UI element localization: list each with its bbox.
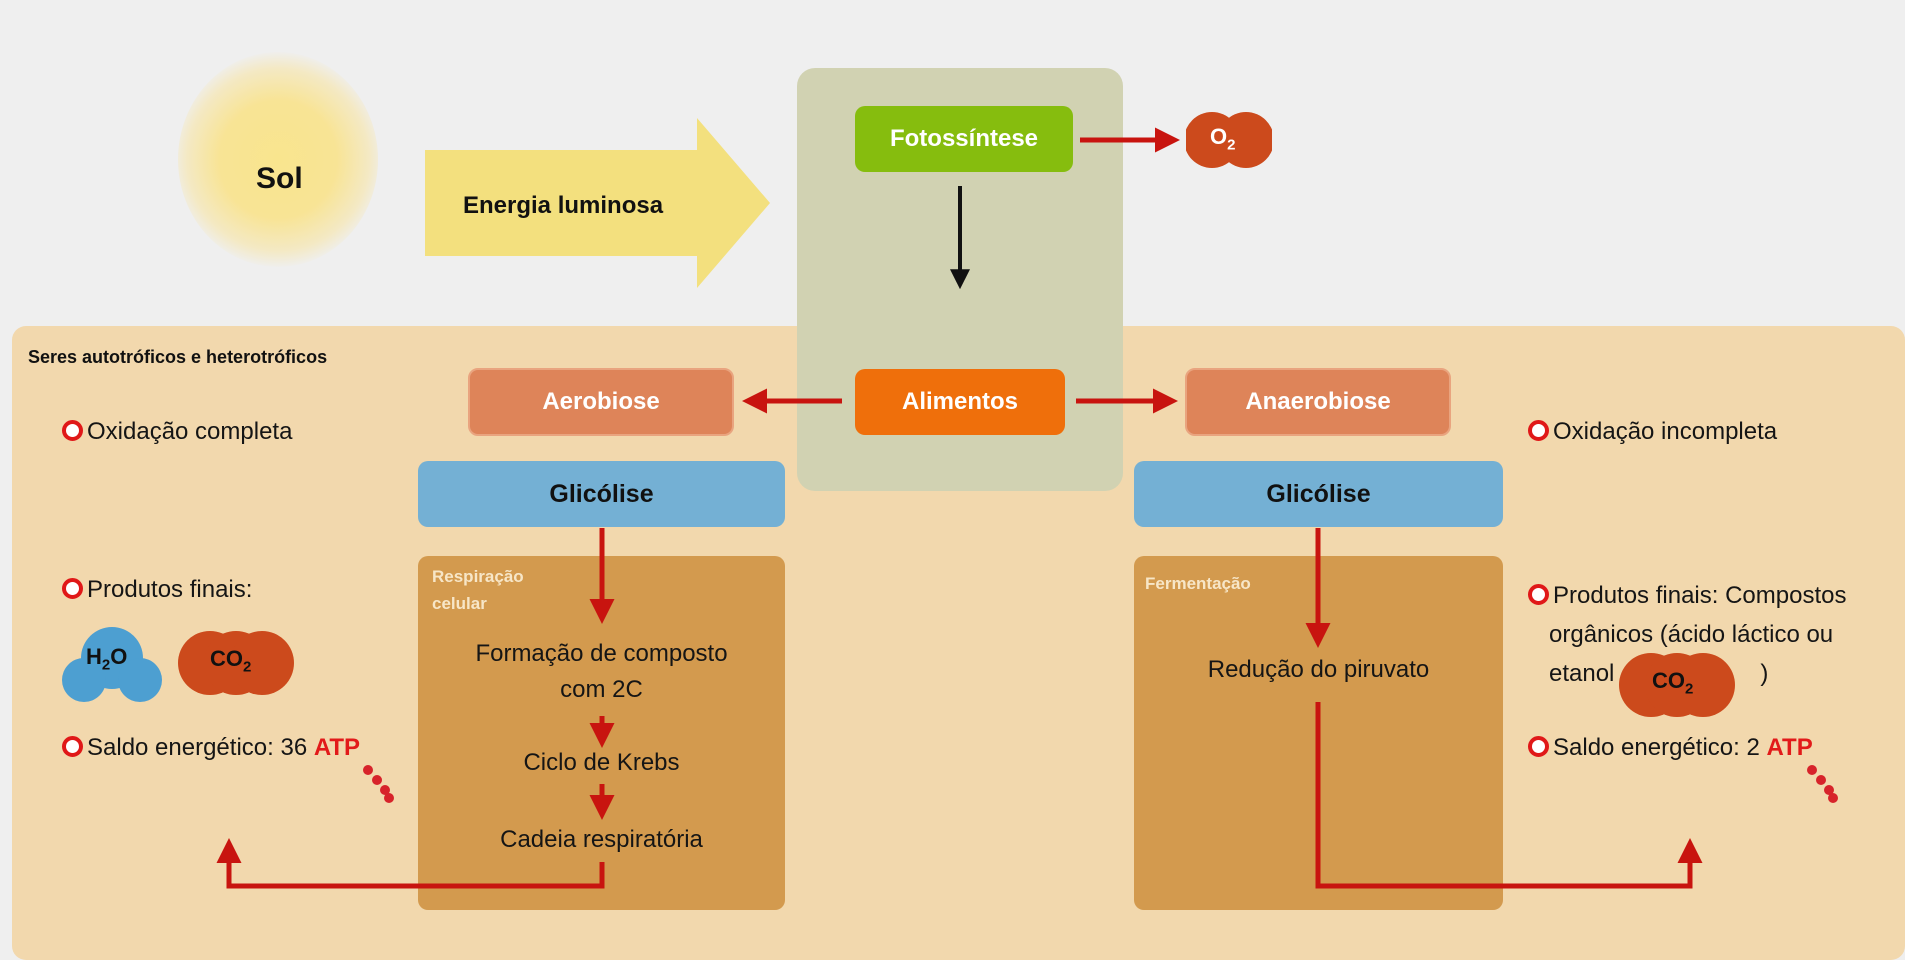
bullet-icon [1528,420,1549,442]
bullet-icon [62,736,83,758]
aerobic-products-text: Produtos finais: [62,576,252,604]
food-box: Alimentos [855,369,1065,435]
atp-icon-right [1807,765,1838,803]
fermentation-step-pyruvate: Redução do piruvato [1207,656,1430,683]
aerobiosis-label: Aerobiose [542,388,660,415]
arrow-chain-to-results [216,838,605,889]
water-formula: H2O [86,644,128,674]
energy-label: Energia luminosa [463,192,664,219]
respiration-step-chain: Cadeia respiratória [500,826,703,853]
anaerobiosis-label: Anaerobiose [1245,388,1391,415]
aerobic-balance-text: Saldo energético: 36 ATP [62,734,360,762]
oxygen-molecule [1186,112,1272,168]
carbon-dioxide-formula: CO2 [210,646,252,676]
aerobic-glycolysis-label: Glicólise [549,479,654,508]
aerobic-glycolysis-box: Glicólise [418,461,785,527]
carbon-dioxide-formula-right: CO2 [1652,668,1694,698]
respiration-title: Respiração celular [432,567,524,613]
anaerobic-glycolysis-box: Glicólise [1134,461,1503,527]
anaerobiosis-box: Anaerobiose [1185,368,1451,436]
aerobic-oxidation-text: Oxidação completa [62,418,292,446]
water-molecule [62,627,162,702]
atp-icon [363,765,394,803]
light-energy-arrow [425,118,770,288]
sun-label: Sol [256,162,303,195]
panel-title: Seres autotróficos e heterotróficos [28,347,328,367]
bullet-icon [62,578,83,600]
anaerobic-oxidation-text: Oxidação incompleta [1528,418,1777,446]
photosynthesis-box: Fotossíntese [855,106,1073,172]
sun-glow [178,52,378,267]
arrow-fermentation-to-results [1315,702,1703,889]
bullet-icon [1528,736,1549,758]
bullet-icon [62,420,83,442]
bullet-icon [1528,584,1549,606]
carbon-dioxide-molecule-right [1619,653,1735,717]
fermentation-title: Fermentação [1145,574,1251,593]
carbon-dioxide-molecule [178,631,294,695]
food-label: Alimentos [901,388,1018,415]
aerobiosis-box: Aerobiose [468,368,734,436]
anaerobic-balance-text: Saldo energético: 2 ATP [1528,734,1813,762]
respiration-step-krebs: Ciclo de Krebs [523,749,680,776]
anaerobic-products-text: Produtos finais: Compostos orgânicos (ác… [1528,576,1846,693]
respiration-step-formation: Formação de composto com 2C [475,640,728,703]
photosynthesis-label: Fotossíntese [889,125,1039,152]
oxygen-formula: O2 [1210,124,1236,154]
anaerobic-glycolysis-label: Glicólise [1266,479,1371,508]
